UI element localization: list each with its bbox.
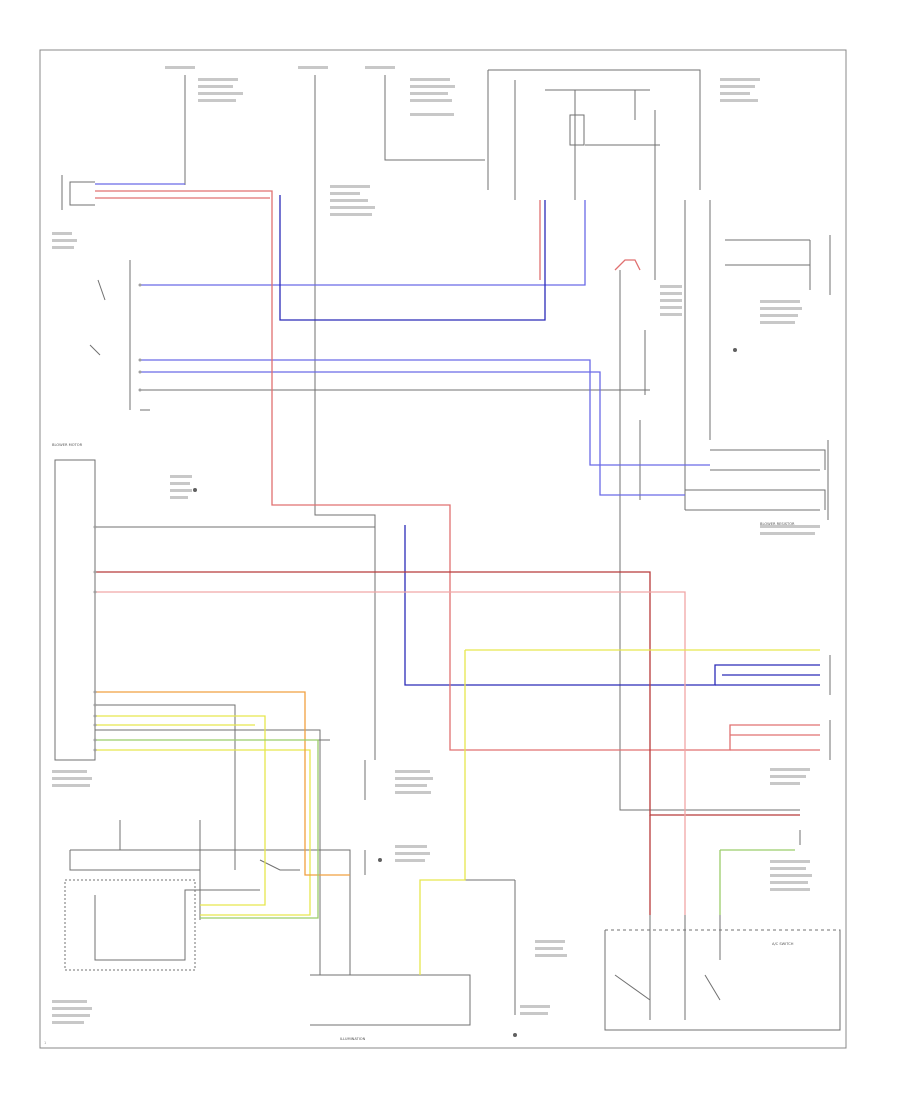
page-id-label: 1: [44, 1041, 46, 1045]
grey-wires: [61, 69, 841, 1031]
green-wires: [95, 739, 795, 919]
dark-red-wires: [95, 571, 800, 915]
illumination-label: ILLUMINATION: [340, 1037, 366, 1041]
ac-switch-box: [604, 929, 841, 1031]
blower-resistor-label: BLOWER RESISTOR: [760, 522, 795, 526]
pink-wires: [95, 591, 686, 915]
blower-motor-label: BLOWER MOTOR: [52, 443, 83, 447]
red-wires: [95, 190, 820, 751]
dark-blue-wires: [279, 195, 820, 686]
connector-pins: [93, 283, 142, 752]
diagram-frame: [39, 49, 847, 1049]
blower-resistor-connector: [54, 459, 96, 761]
yellow-wires: [95, 649, 820, 975]
ground-symbols: [193, 348, 737, 1037]
mode-switch-box: [64, 879, 196, 971]
blue-wires: [95, 183, 710, 496]
ac-switch-label: A/C SWITCH: [772, 942, 794, 946]
right-connectors: [827, 235, 831, 760]
blower-relay: [569, 114, 585, 146]
label-marks: [52, 66, 820, 1024]
orange-wires: [95, 691, 350, 876]
